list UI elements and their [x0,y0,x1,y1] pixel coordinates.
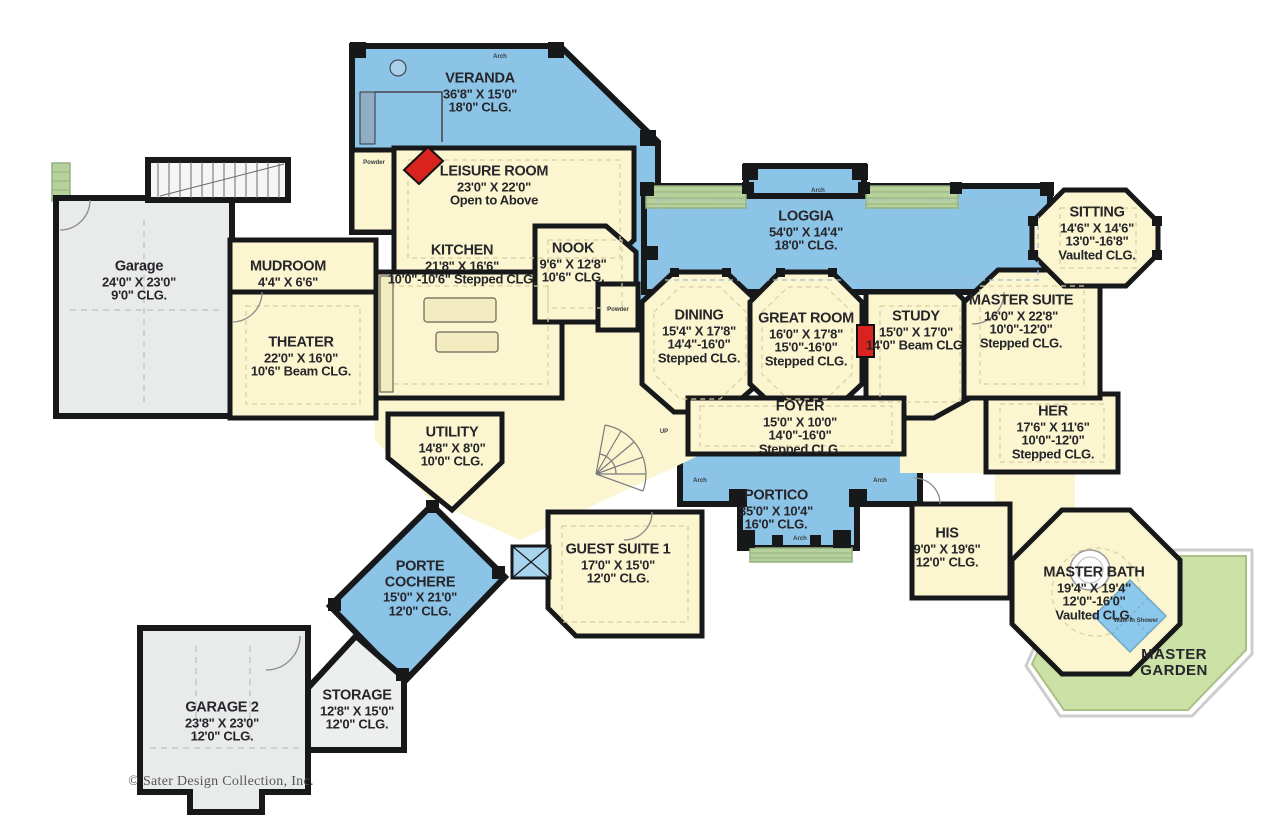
parking-dash-lines [70,220,300,749]
utility-area [385,411,505,514]
room-label-garage-2: GARAGE 2 23'8" X 23'0" 12'0" CLG. [185,699,259,744]
room-label-veranda: VERANDA 36'8" X 15'0" 18'0" CLG. [443,70,517,115]
garage-2-area [137,625,311,815]
tiny-label-arch-4: Arch [811,188,825,194]
guest-suite-area [545,509,705,639]
outdoor-kitchen [359,59,443,145]
room-label-master-suite: MASTER SUITE 16'0" X 22'8" 10'0"-12'0" S… [968,292,1074,351]
tiny-label-arch-2: Arch [793,536,807,542]
foyer-stair [595,424,647,492]
room-label-study: STUDY 15'0" X 17'0" 14'0" Beam CLG. [865,308,967,353]
elevator-box [510,544,552,580]
room-label-kitchen: KITCHEN 21'8" X 16'6" 10'0"-10'6" Steppe… [387,242,537,287]
garage-area [53,195,235,419]
loggia-steps-left [645,185,747,209]
his-area [909,501,1013,601]
tiny-label-walk-in-shower: Walk-In Shower [1113,618,1159,624]
storage-area [305,631,407,753]
great-room-area [747,269,865,415]
foyer-area [685,395,907,457]
room-label-porte-cochere: PORTE COCHERE 15'0" X 21'0" 12'0" CLG. [383,558,457,619]
column-posts [328,42,1162,681]
room-label-storage: STORAGE 12'8" X 15'0" 12'0" CLG. [320,687,394,732]
room-label-nook: NOOK 9'6" X 12'8" 10'6" CLG. [539,240,607,285]
room-label-foyer: FOYER 15'0" X 10'0" 14'0"-16'0" Stepped … [758,398,842,457]
shower-dash [1111,597,1149,635]
loggia-bump-area [743,163,867,199]
room-label-great-room: GREAT ROOM 16'0" X 17'8" 15'0"-16'0" Ste… [758,310,854,369]
tiny-label-powder-1: Powder [363,160,385,166]
powder-room-2-area [595,281,641,333]
bath-tub-inner [1076,556,1104,584]
loggia-dash-inset [657,199,1039,281]
tiny-label-powder-2: Powder [607,307,629,313]
tiny-label-up: UP [659,429,669,435]
room-label-dining: DINING 15'4" X 17'8" 14'4"-16'0" Stepped… [657,307,741,366]
room-label-loggia: LOGGIA 54'0" X 14'4" 18'0" CLG. [769,208,843,253]
portico-steps [749,547,853,563]
master-suite-area [961,267,1103,401]
copyright-notice: © Sater Design Collection, Inc. [128,774,314,789]
tiny-label-arch-1: Arch [693,478,707,484]
kitchen-island [379,275,499,393]
powder-room-area [349,147,397,235]
room-label-her: HER 17'6" X 11'6" 10'0"-12'0" Stepped CL… [1011,403,1095,462]
room-label-portico: PORTICO 35'0" X 10'4" 16'0" CLG. [739,487,813,532]
garage-stair-treads [157,162,285,198]
room-label-garage: Garage 24'0" X 23'0" 9'0" CLG. [102,258,176,303]
theater-area [227,289,379,421]
bath-tub [1069,549,1111,591]
room-label-leisure-room: LEISURE ROOM 23'0" X 22'0" Open to Above [439,163,549,208]
room-label-sitting: SITTING 14'6" X 14'6" 13'0"-16'8" Vaulte… [1058,204,1136,263]
tiny-label-arch-3: Arch [873,478,887,484]
room-label-guest-suite-1: GUEST SUITE 1 17'0" X 15'0" 12'0" CLG. [565,541,671,586]
room-label-master-bath: MASTER BATH 19'4" X 19'4" 12'0"-16'0" Va… [1043,564,1145,623]
fireplace-leisure [402,145,445,186]
door-arcs [59,199,1005,671]
sitting-area [1029,187,1161,289]
fireplace-study [856,324,875,358]
tiny-label-arch-5: Arch [493,54,507,60]
room-label-his: HIS 9'0" X 19'6" 12'0" CLG. [913,525,981,570]
room-label-utility: UTILITY 14'8" X 8'0" 10'0" CLG. [418,424,486,469]
room-label-master-garden: MASTER GARDEN [1140,645,1208,679]
loggia-steps-right [865,185,959,209]
room-label-theater: THEATER 22'0" X 16'0" 10'6" Beam CLG. [250,334,352,379]
room-label-mudroom: MUDROOM 4'4" X 6'6" [249,258,327,289]
